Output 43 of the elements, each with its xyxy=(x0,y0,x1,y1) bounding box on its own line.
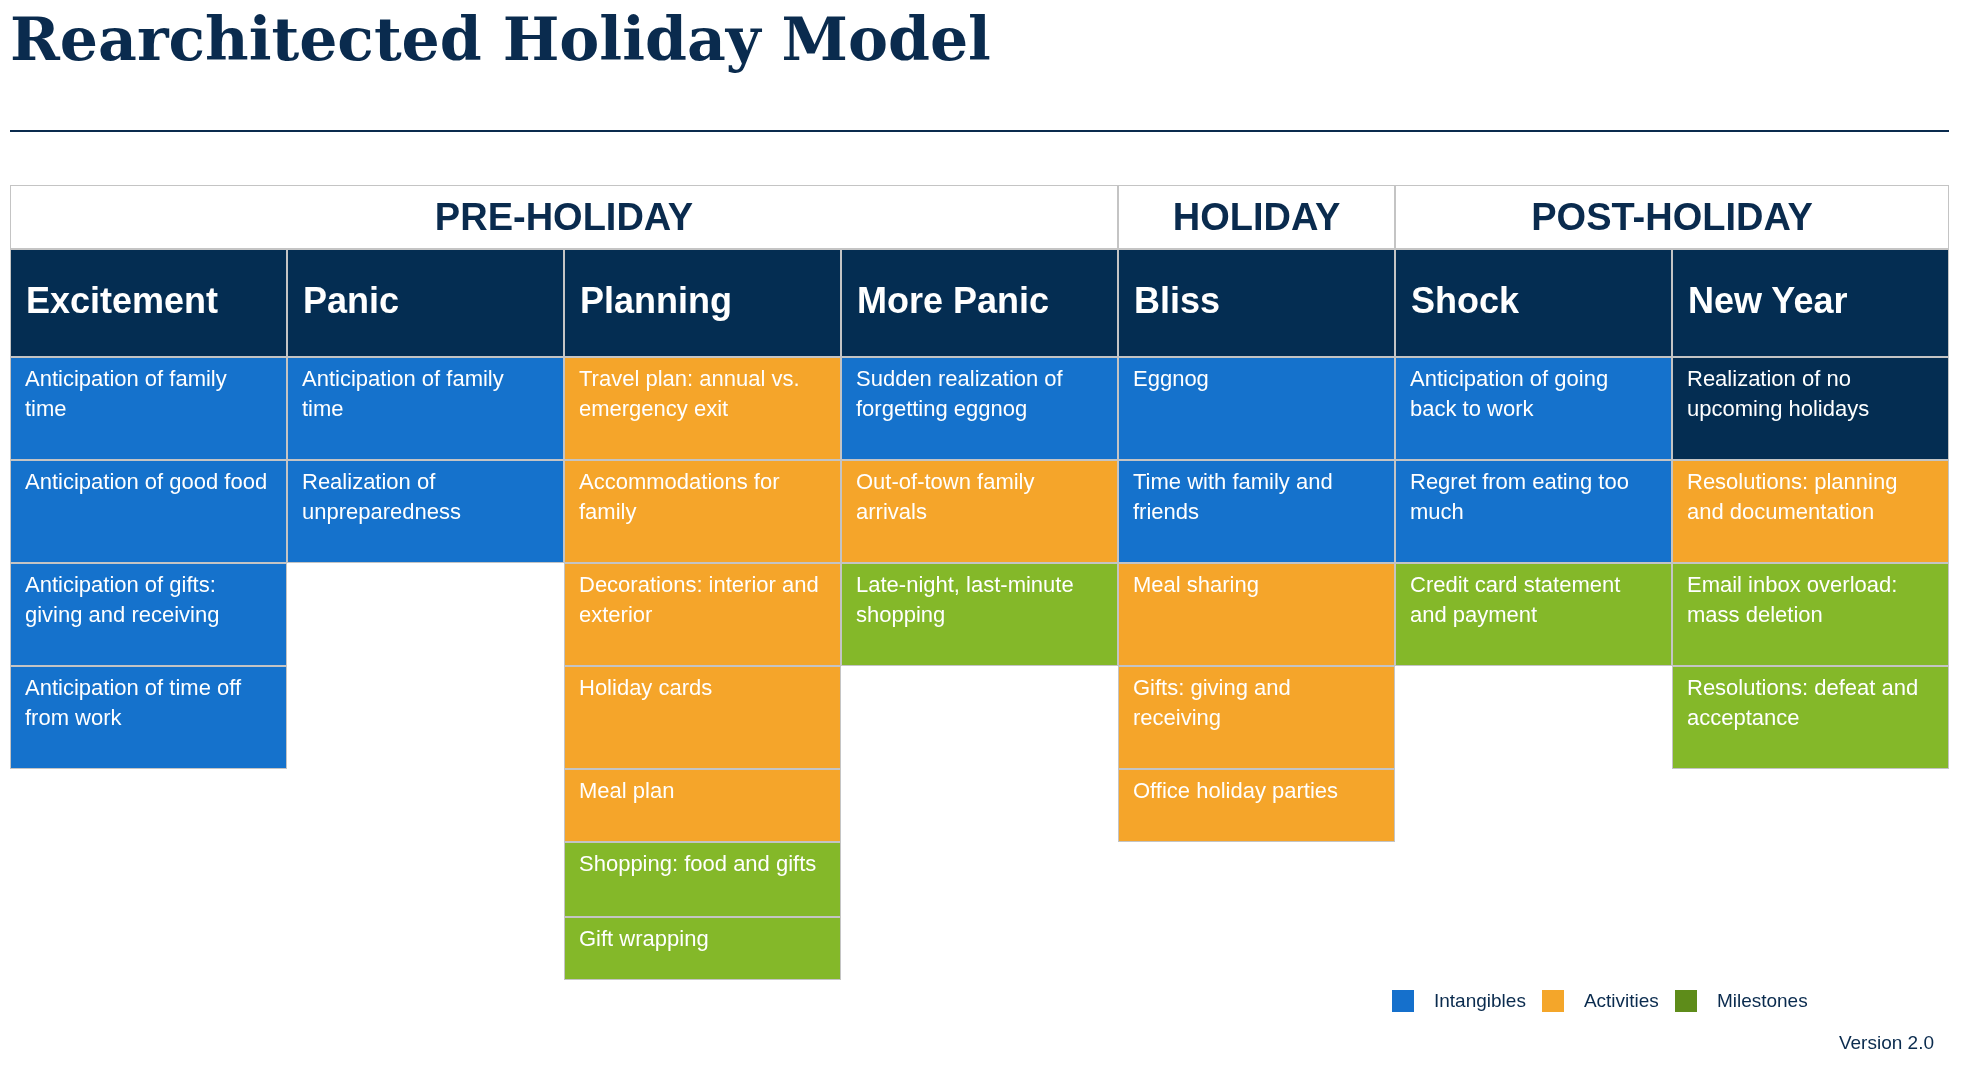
intangible-card: Anticipation of gifts: giving and receiving xyxy=(10,563,287,666)
intangible-card: Anticipation of family time xyxy=(287,357,564,460)
intangible-card: Realization of unpreparedness xyxy=(287,460,564,563)
milestone-card: Email inbox overload: mass deletion xyxy=(1672,563,1949,666)
stage-header: New Year xyxy=(1672,249,1949,357)
intangible-card: Anticipation of good food xyxy=(10,460,287,563)
legend-label: Activities xyxy=(1583,990,1659,1012)
activity-card: Meal sharing xyxy=(1118,563,1395,666)
version-note: Version 2.0 xyxy=(1838,1032,1934,1054)
stage-header: Shock xyxy=(1395,249,1672,357)
phase-header: PRE-HOLIDAY xyxy=(10,185,1118,249)
activity-card: Travel plan: annual vs. emergency exit xyxy=(564,357,841,460)
diagram-title: Rearchitected Holiday Model xyxy=(10,4,991,74)
activity-card: Accommodations for family xyxy=(564,460,841,563)
milestone-card: Gift wrapping xyxy=(564,917,841,980)
activity-card: Out-of-town family arrivals xyxy=(841,460,1118,563)
stage-header: More Panic xyxy=(841,249,1118,357)
activity-card: Meal plan xyxy=(564,769,841,842)
milestone-card: Shopping: food and gifts xyxy=(564,842,841,917)
milestone-card: Resolutions: defeat and acceptance xyxy=(1672,666,1949,769)
intangible-card: Anticipation of going back to work xyxy=(1395,357,1672,460)
activity-card: Holiday cards xyxy=(564,666,841,769)
milestone-card: Credit card statement and payment xyxy=(1395,563,1672,666)
activity-card: Resolutions: planning and documentation xyxy=(1672,460,1949,563)
stage-header: Realization of no upcoming holidays xyxy=(1672,357,1949,460)
stage-header: Excitement xyxy=(10,249,287,357)
intangible-card: Time with family and friends xyxy=(1118,460,1395,563)
intangible-card: Sudden realization of forgetting eggnog xyxy=(841,357,1118,460)
phase-header: HOLIDAY xyxy=(1118,185,1395,249)
activity-card: Gifts: giving and receiving xyxy=(1118,666,1395,769)
intangible-card: Regret from eating too much xyxy=(1395,460,1672,563)
intangible-card: Anticipation of time off from work xyxy=(10,666,287,769)
stage-header: Planning xyxy=(564,249,841,357)
activity-card: Office holiday parties xyxy=(1118,769,1395,842)
milestone-card: Late-night, last-minute shopping xyxy=(841,563,1118,666)
activity-card: Decorations: interior and exterior xyxy=(564,563,841,666)
stage-header: Bliss xyxy=(1118,249,1395,357)
intangible-card: Eggnog xyxy=(1118,357,1395,460)
intangible-card: Anticipation of family time xyxy=(10,357,287,460)
stage-header: Panic xyxy=(287,249,564,357)
legend-label: Intangibles xyxy=(1434,990,1526,1012)
phase-header: POST-HOLIDAY xyxy=(1395,185,1949,249)
legend-label: Milestones xyxy=(1716,990,1808,1012)
